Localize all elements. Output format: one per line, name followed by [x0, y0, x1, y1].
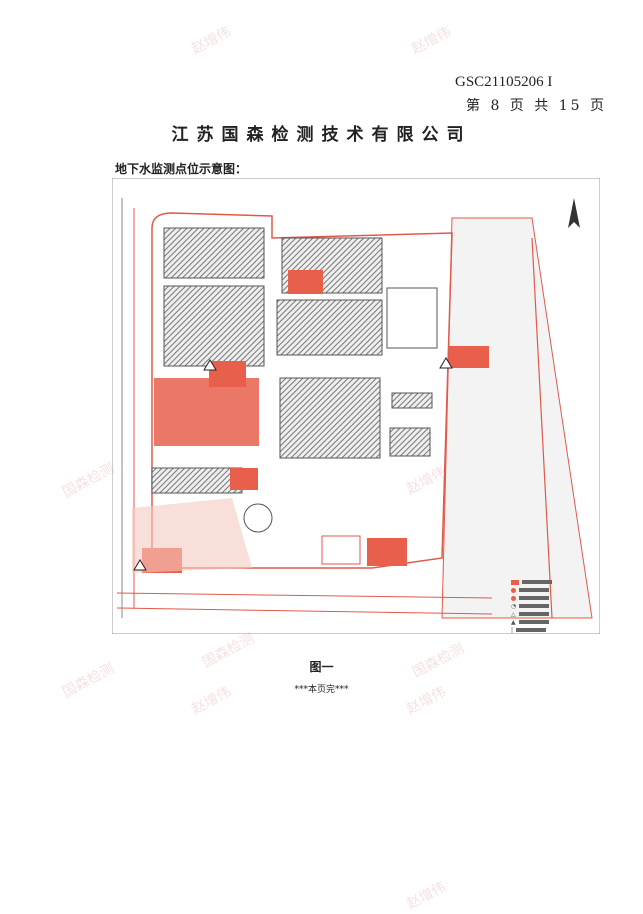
- watermark: 赵增伟: [404, 878, 449, 913]
- map-legend: ◔ △ ▲ |: [511, 578, 591, 634]
- watermark: 赵增伟: [409, 23, 454, 58]
- map-title: 地下水监测点位示意图：: [115, 162, 248, 176]
- stamp-watermark: 国森检测: [59, 460, 117, 502]
- site-map: [112, 178, 600, 634]
- watermark: 赵增伟: [189, 23, 234, 58]
- document-number: GSC21105206 I: [455, 74, 553, 90]
- page-info: 第 8 页 共 15 页: [466, 98, 607, 114]
- stamp-watermark: 国森检测: [409, 640, 467, 682]
- figure-caption: 图一: [309, 660, 334, 674]
- company-name: 江苏国森检测技术有限公司: [171, 125, 472, 145]
- end-of-page-note: ***本页完***: [294, 685, 349, 695]
